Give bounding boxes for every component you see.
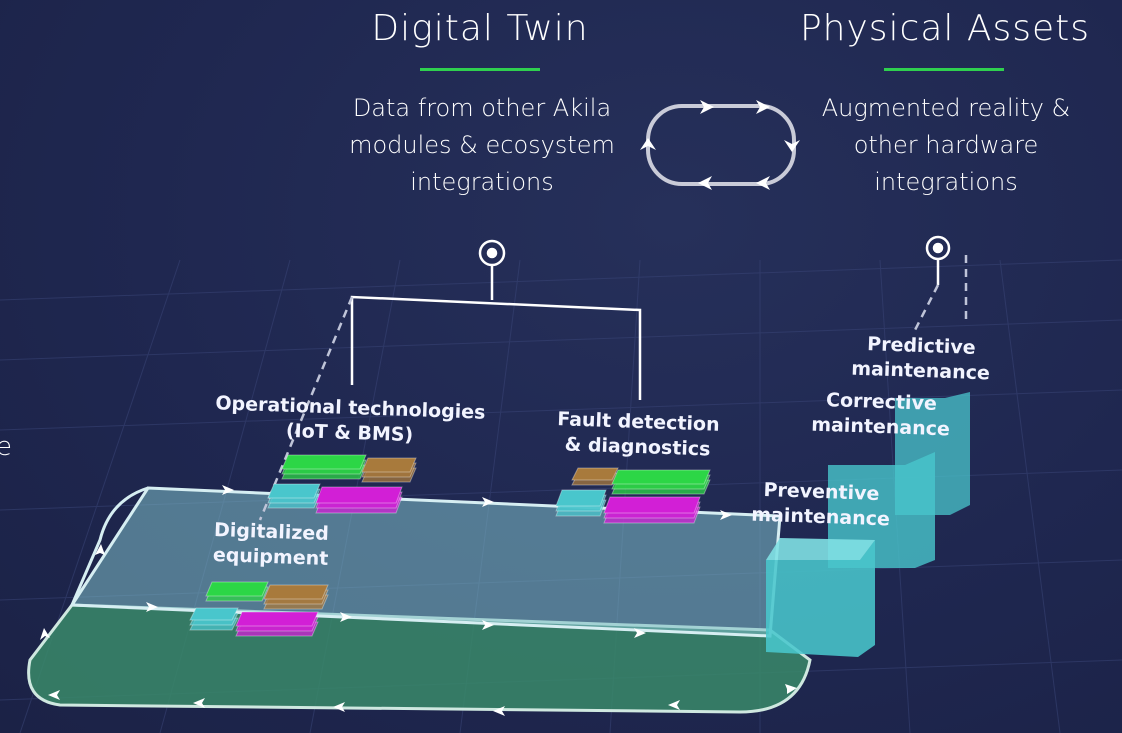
data-stack-icon bbox=[315, 486, 403, 504]
physical-assets-plane bbox=[27, 603, 812, 714]
connector-lines bbox=[258, 235, 968, 521]
cut-off-text: e bbox=[0, 432, 12, 462]
physical-assets-title: Physical Assets bbox=[799, 8, 1091, 49]
data-stack-icon bbox=[281, 454, 367, 470]
predictive-maintenance-label: Predictive maintenance bbox=[850, 333, 991, 385]
data-stack-icon bbox=[235, 611, 319, 627]
digitalized-equipment-label: Digitalized equipment bbox=[212, 519, 330, 570]
data-stack-icon bbox=[555, 489, 607, 507]
cycle-arrows-icon bbox=[640, 100, 800, 190]
operational-technologies-label: Operational technologies (IoT & BMS) bbox=[215, 392, 486, 447]
data-stack-icon bbox=[361, 457, 417, 473]
physical-assets-description: Augmented reality & other hardware integ… bbox=[821, 94, 1071, 196]
digital-twin-underline bbox=[420, 68, 540, 71]
data-stack-icon bbox=[611, 469, 711, 485]
chevron-arrow-icon bbox=[40, 485, 797, 716]
physical-assets-underline bbox=[884, 68, 1004, 71]
data-stack-icon bbox=[189, 607, 239, 621]
digital-twin-description: Data from other Akila modules & ecosyste… bbox=[349, 94, 615, 196]
data-stack-icon bbox=[571, 467, 619, 481]
data-stack-icon bbox=[205, 581, 269, 597]
data-stack-icon bbox=[603, 496, 701, 514]
data-stack-icon bbox=[263, 584, 329, 600]
cube-icon bbox=[766, 392, 970, 657]
corrective-maintenance-label: Corrective maintenance bbox=[810, 389, 951, 441]
digital-twin-title: Digital Twin bbox=[371, 8, 589, 49]
data-stack-icon bbox=[267, 483, 321, 499]
fault-detection-label: Fault detection & diagnostics bbox=[556, 408, 720, 461]
preventive-maintenance-label: Preventive maintenance bbox=[750, 478, 891, 531]
